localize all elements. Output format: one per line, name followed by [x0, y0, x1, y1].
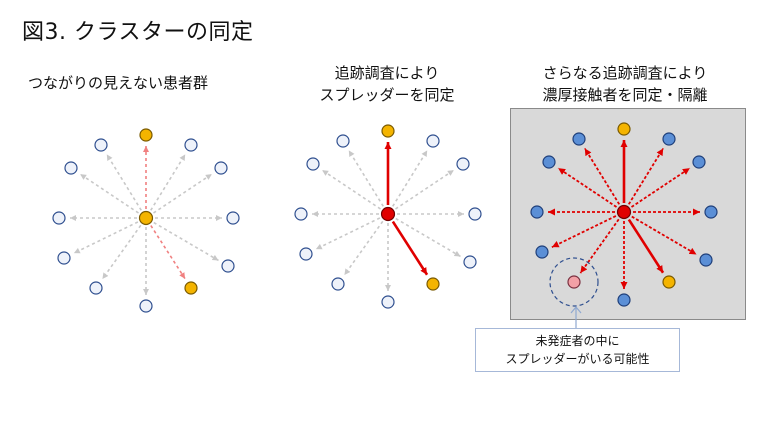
panel-2-arrow [348, 149, 384, 207]
panel-1-arrow [150, 153, 186, 211]
panel-3-arrow [627, 147, 664, 205]
panel-3-arrow [627, 218, 665, 274]
panel-1-person-node [226, 211, 240, 225]
panel-1-caption: つながりの見えない患者群 [28, 72, 208, 94]
panel-3-arrow [557, 167, 618, 208]
panel-1-person-node [52, 211, 66, 225]
panel-1-arrow [101, 224, 142, 280]
panel-2-person-node [381, 124, 395, 138]
panel-2-person-node [456, 157, 470, 171]
panel-2-center-node [380, 206, 396, 222]
panel-1-person-node [64, 161, 78, 175]
callout-line-2: スプレッダーがいる可能性 [505, 352, 650, 366]
panel-3-person-node [699, 253, 713, 267]
panel-1-arrow [153, 221, 219, 262]
panel-3-arrow [579, 218, 620, 274]
panel-2-arrow [392, 149, 428, 207]
panel-2-caption-line-1: 追跡調査により [334, 64, 440, 82]
panel-1-person-node [214, 161, 228, 175]
callout-line-1: 未発症者の中に [535, 334, 620, 348]
panel-2-arrow [395, 217, 461, 258]
panel-1-person-node [139, 299, 153, 313]
panel-3-person-node [567, 275, 581, 289]
panel-2-person-node [381, 295, 395, 309]
panel-3-caption-line-1: さらなる追跡調査により [542, 64, 708, 82]
panel-1-arrow [150, 225, 186, 280]
panel-2-person-node [468, 207, 482, 221]
panel-1-caption-line-1: つながりの見えない患者群 [28, 74, 209, 92]
panel-2-person-node [306, 157, 320, 171]
panel-1-arrow [73, 221, 139, 254]
panel-2-arrow [343, 220, 384, 276]
panel-3-center-node [616, 204, 632, 220]
panel-1-arrow [153, 173, 213, 214]
panel-2-arrow [395, 169, 455, 210]
panel-3-person-node [542, 155, 556, 169]
callout-pointer-head [570, 306, 582, 314]
panel-2-arrow [315, 217, 381, 250]
panel-1-person-node [94, 138, 108, 152]
panel-2-caption: 追跡調査により スプレッダーを同定 [292, 62, 482, 106]
panel-1-person-node [89, 281, 103, 295]
panel-3-arrow [630, 167, 691, 208]
panel-1-center-node [138, 210, 154, 226]
panel-2-caption-line-2: スプレッダーを同定 [319, 86, 455, 104]
panel-3-person-node [535, 245, 549, 259]
panel-3-person-node [704, 205, 718, 219]
panel-3-person-node [617, 122, 631, 136]
suspect-highlight-ring [549, 257, 599, 307]
figure-title: 図3. クラスターの同定 [22, 20, 254, 45]
panel-3-person-node [662, 132, 676, 146]
panel-2-person-node [426, 277, 440, 291]
panel-3-arrow [584, 147, 621, 205]
panel-1-person-node [139, 128, 153, 142]
panel-3-person-node [617, 293, 631, 307]
panel-1-person-node [57, 251, 71, 265]
panel-1-arrow [106, 153, 142, 211]
panel-3-caption-line-2: 濃厚接触者を同定・隔離 [542, 86, 708, 104]
panel-2-arrow [391, 220, 429, 276]
panel-2-person-node [426, 134, 440, 148]
panel-2-person-node [331, 277, 345, 291]
panel-3-arrow [631, 215, 697, 256]
panel-1-arrow [79, 173, 139, 214]
panel-1-person-node [184, 138, 198, 152]
callout-box: 未発症者の中に スプレッダーがいる可能性 [475, 328, 680, 372]
panel-3-person-node [662, 275, 676, 289]
panel-3-person-node [572, 132, 586, 146]
panel-3-caption: さらなる追跡調査により 濃厚接触者を同定・隔離 [505, 62, 745, 106]
panel-1-person-node [184, 281, 198, 295]
panel-2-person-node [294, 207, 308, 221]
panel-3-person-node [692, 155, 706, 169]
panel-3-person-node [530, 205, 544, 219]
panel-2-person-node [299, 247, 313, 261]
panel-1-person-node [221, 259, 235, 273]
panel-2-person-node [336, 134, 350, 148]
panel-2-arrow [321, 169, 381, 210]
panel-3-arrow [551, 215, 617, 248]
panel-2-person-node [463, 255, 477, 269]
